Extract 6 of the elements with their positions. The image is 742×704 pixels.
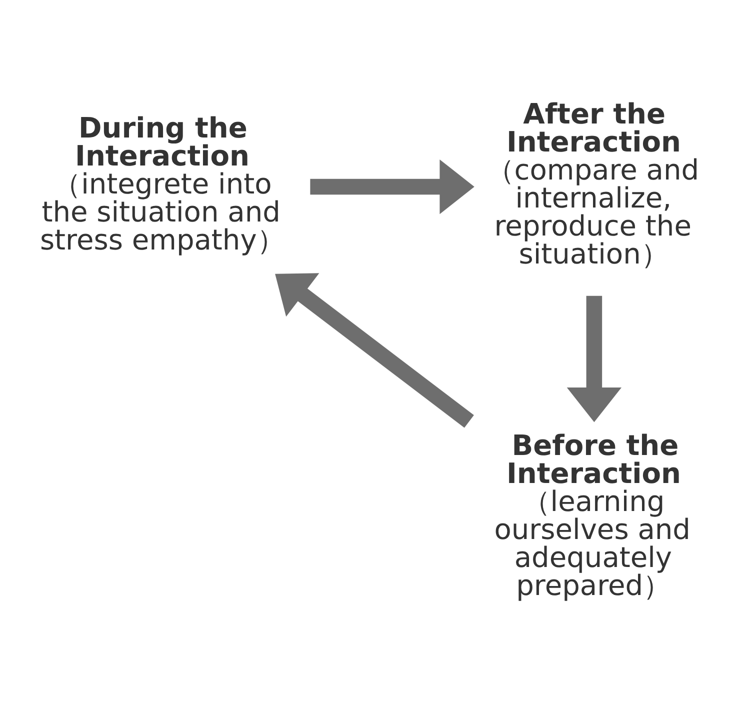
arrow	[310, 158, 474, 214]
arrow	[275, 272, 474, 428]
node-text: Before the Interaction （learning ourselves and adequately prepared）	[494, 428, 690, 602]
arrow	[566, 295, 622, 422]
node-text: During the Interaction （integrete into the situation and stress empathy）	[40, 110, 285, 256]
node-text: After the Interaction （compare and internalize, reproduce the situation）	[486, 96, 700, 270]
